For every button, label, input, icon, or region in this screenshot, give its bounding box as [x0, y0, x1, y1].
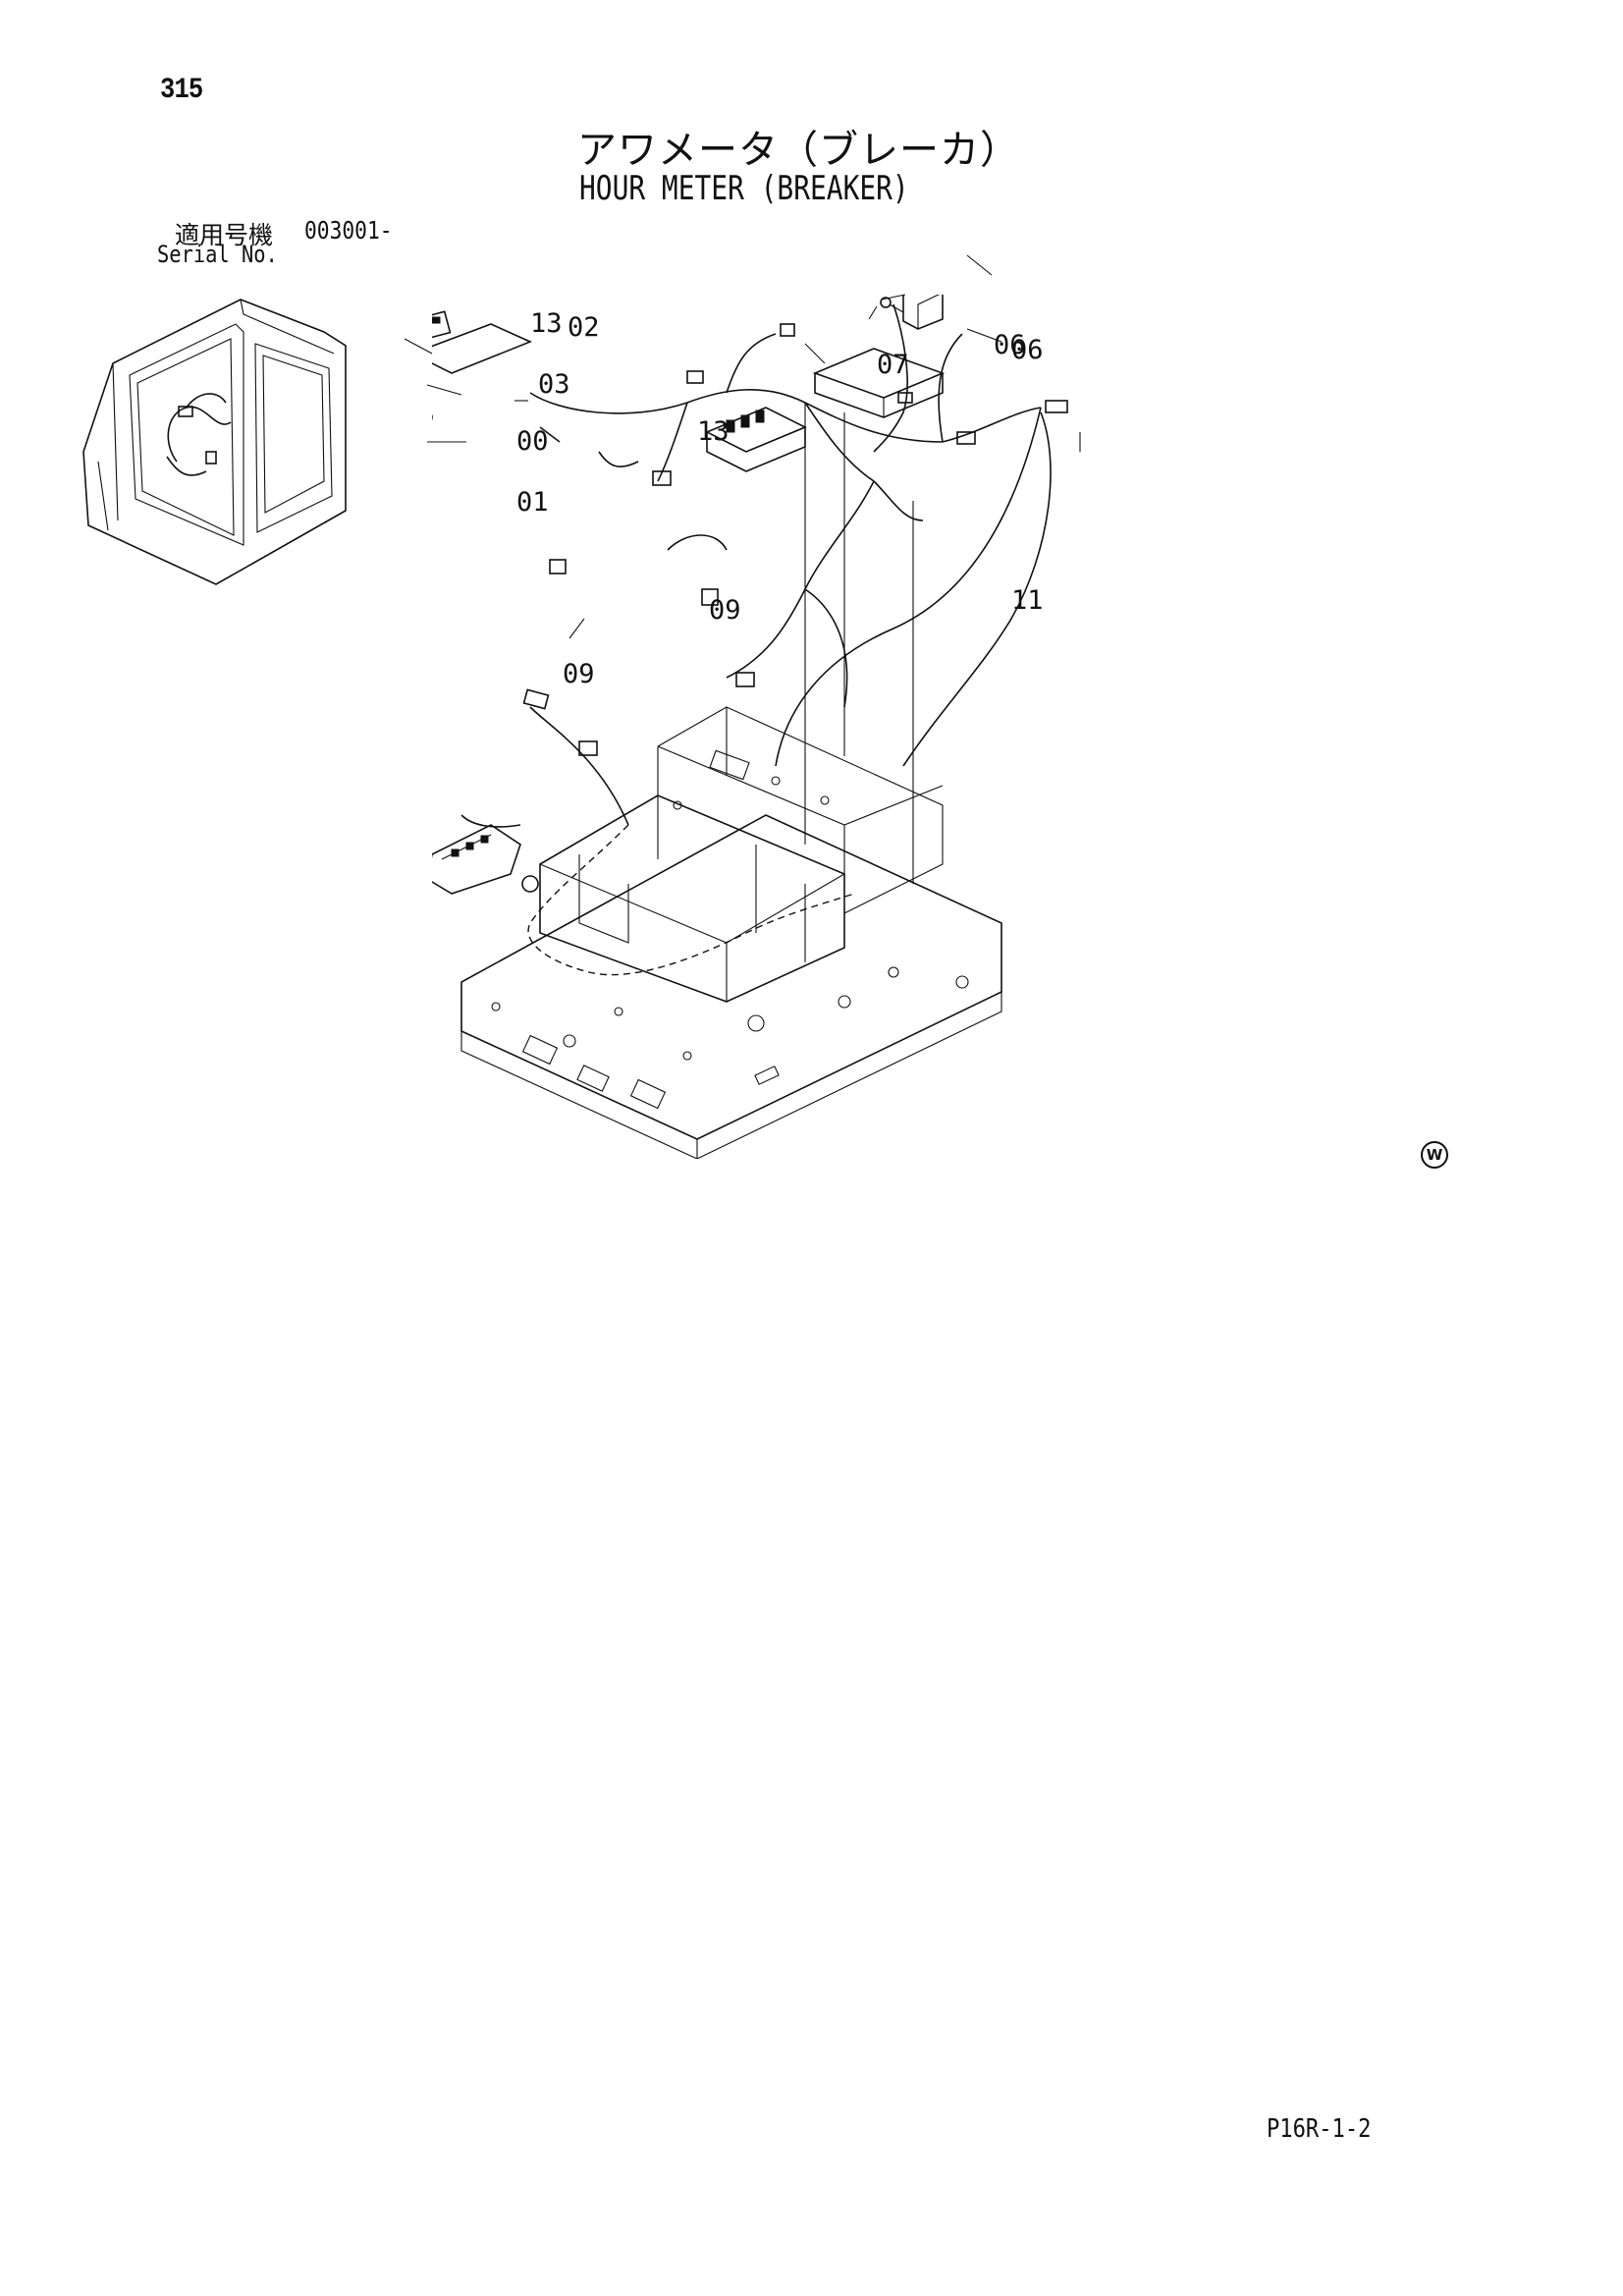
serial-number-value: 003001- — [304, 216, 393, 245]
relay-unit — [880, 295, 944, 330]
floor-plate — [460, 814, 1002, 1159]
hour-meter-exploded-view: 02 03 00 01 13 09 06 — [432, 295, 1068, 1159]
callout-02-label: 02 — [568, 312, 600, 343]
page-title-english: HOUR METER (BREAKER) — [579, 169, 909, 208]
callout-11-label: 11 — [1011, 585, 1044, 616]
wire-harness — [460, 303, 1052, 976]
callout-13: 13 — [530, 308, 563, 339]
callout-01-label: 01 — [516, 487, 549, 518]
callout-00-label: 00 — [516, 426, 549, 457]
page-title-japanese: アワメータ（ブレーカ） — [577, 128, 1020, 173]
fuse-box — [705, 407, 807, 472]
console-frame — [539, 706, 944, 1003]
footer-page-code: P16R-1-2 — [1267, 2114, 1372, 2144]
serial-label-japanese: 適用号機 — [175, 221, 274, 249]
callout-07-label: 07 — [877, 350, 909, 380]
watermark-w-symbol: W — [1421, 1141, 1448, 1169]
callout-09-label: 09 — [709, 595, 741, 626]
callout-06: 06 — [1011, 335, 1044, 365]
callout-06-label: 06 — [994, 330, 1026, 360]
callout-09: 09 — [563, 659, 595, 689]
callout-13-label: 13 — [697, 416, 730, 447]
callout-layer: 02 03 00 01 13 09 07 06 11 — [404, 254, 1081, 626]
switch-unit — [432, 824, 539, 895]
callout-03-label: 03 — [538, 369, 570, 400]
cab-location-diagram — [82, 299, 347, 585]
serial-label-english: Serial No. — [157, 241, 278, 268]
page-number: 315 — [160, 74, 203, 107]
controller-box — [812, 348, 946, 418]
hour-meter-bracket — [432, 310, 533, 421]
